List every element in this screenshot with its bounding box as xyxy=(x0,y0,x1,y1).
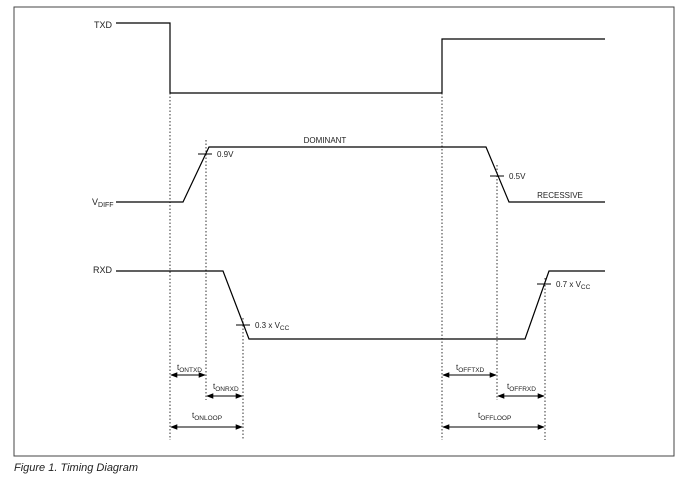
recessive-label: RECESSIVE xyxy=(537,191,583,200)
t-offloop-label: tOFFLOOP xyxy=(478,411,511,422)
timing-arrows xyxy=(170,372,545,430)
vdiff-fall-threshold: 0.5V xyxy=(509,172,526,181)
rxd-waveform xyxy=(116,270,605,340)
diagram-frame xyxy=(13,6,675,457)
t-onrxd-label: tONRXD xyxy=(213,382,239,393)
vdiff-rise-threshold: 0.9V xyxy=(217,150,234,159)
rxd-fall-threshold: 0.3 x VCC xyxy=(255,321,290,332)
rxd-rise-threshold: 0.7 x VCC xyxy=(556,280,591,291)
t-offrxd-label: tOFFRXD xyxy=(507,382,536,393)
rxd-label: RXD xyxy=(93,265,113,275)
txd-waveform xyxy=(116,22,605,94)
t-onloop-label: tONLOOP xyxy=(192,411,222,422)
t-offtxd-label: tOFFTXD xyxy=(456,363,485,374)
txd-label: TXD xyxy=(94,20,113,30)
figure-caption: Figure 1. Timing Diagram xyxy=(14,462,138,474)
t-ontxd-label: tONTXD xyxy=(177,363,202,374)
reference-lines xyxy=(169,93,546,440)
dominant-label: DOMINANT xyxy=(304,136,347,145)
vdiff-label: VDIFF xyxy=(92,197,114,209)
vdiff-waveform xyxy=(116,146,605,203)
